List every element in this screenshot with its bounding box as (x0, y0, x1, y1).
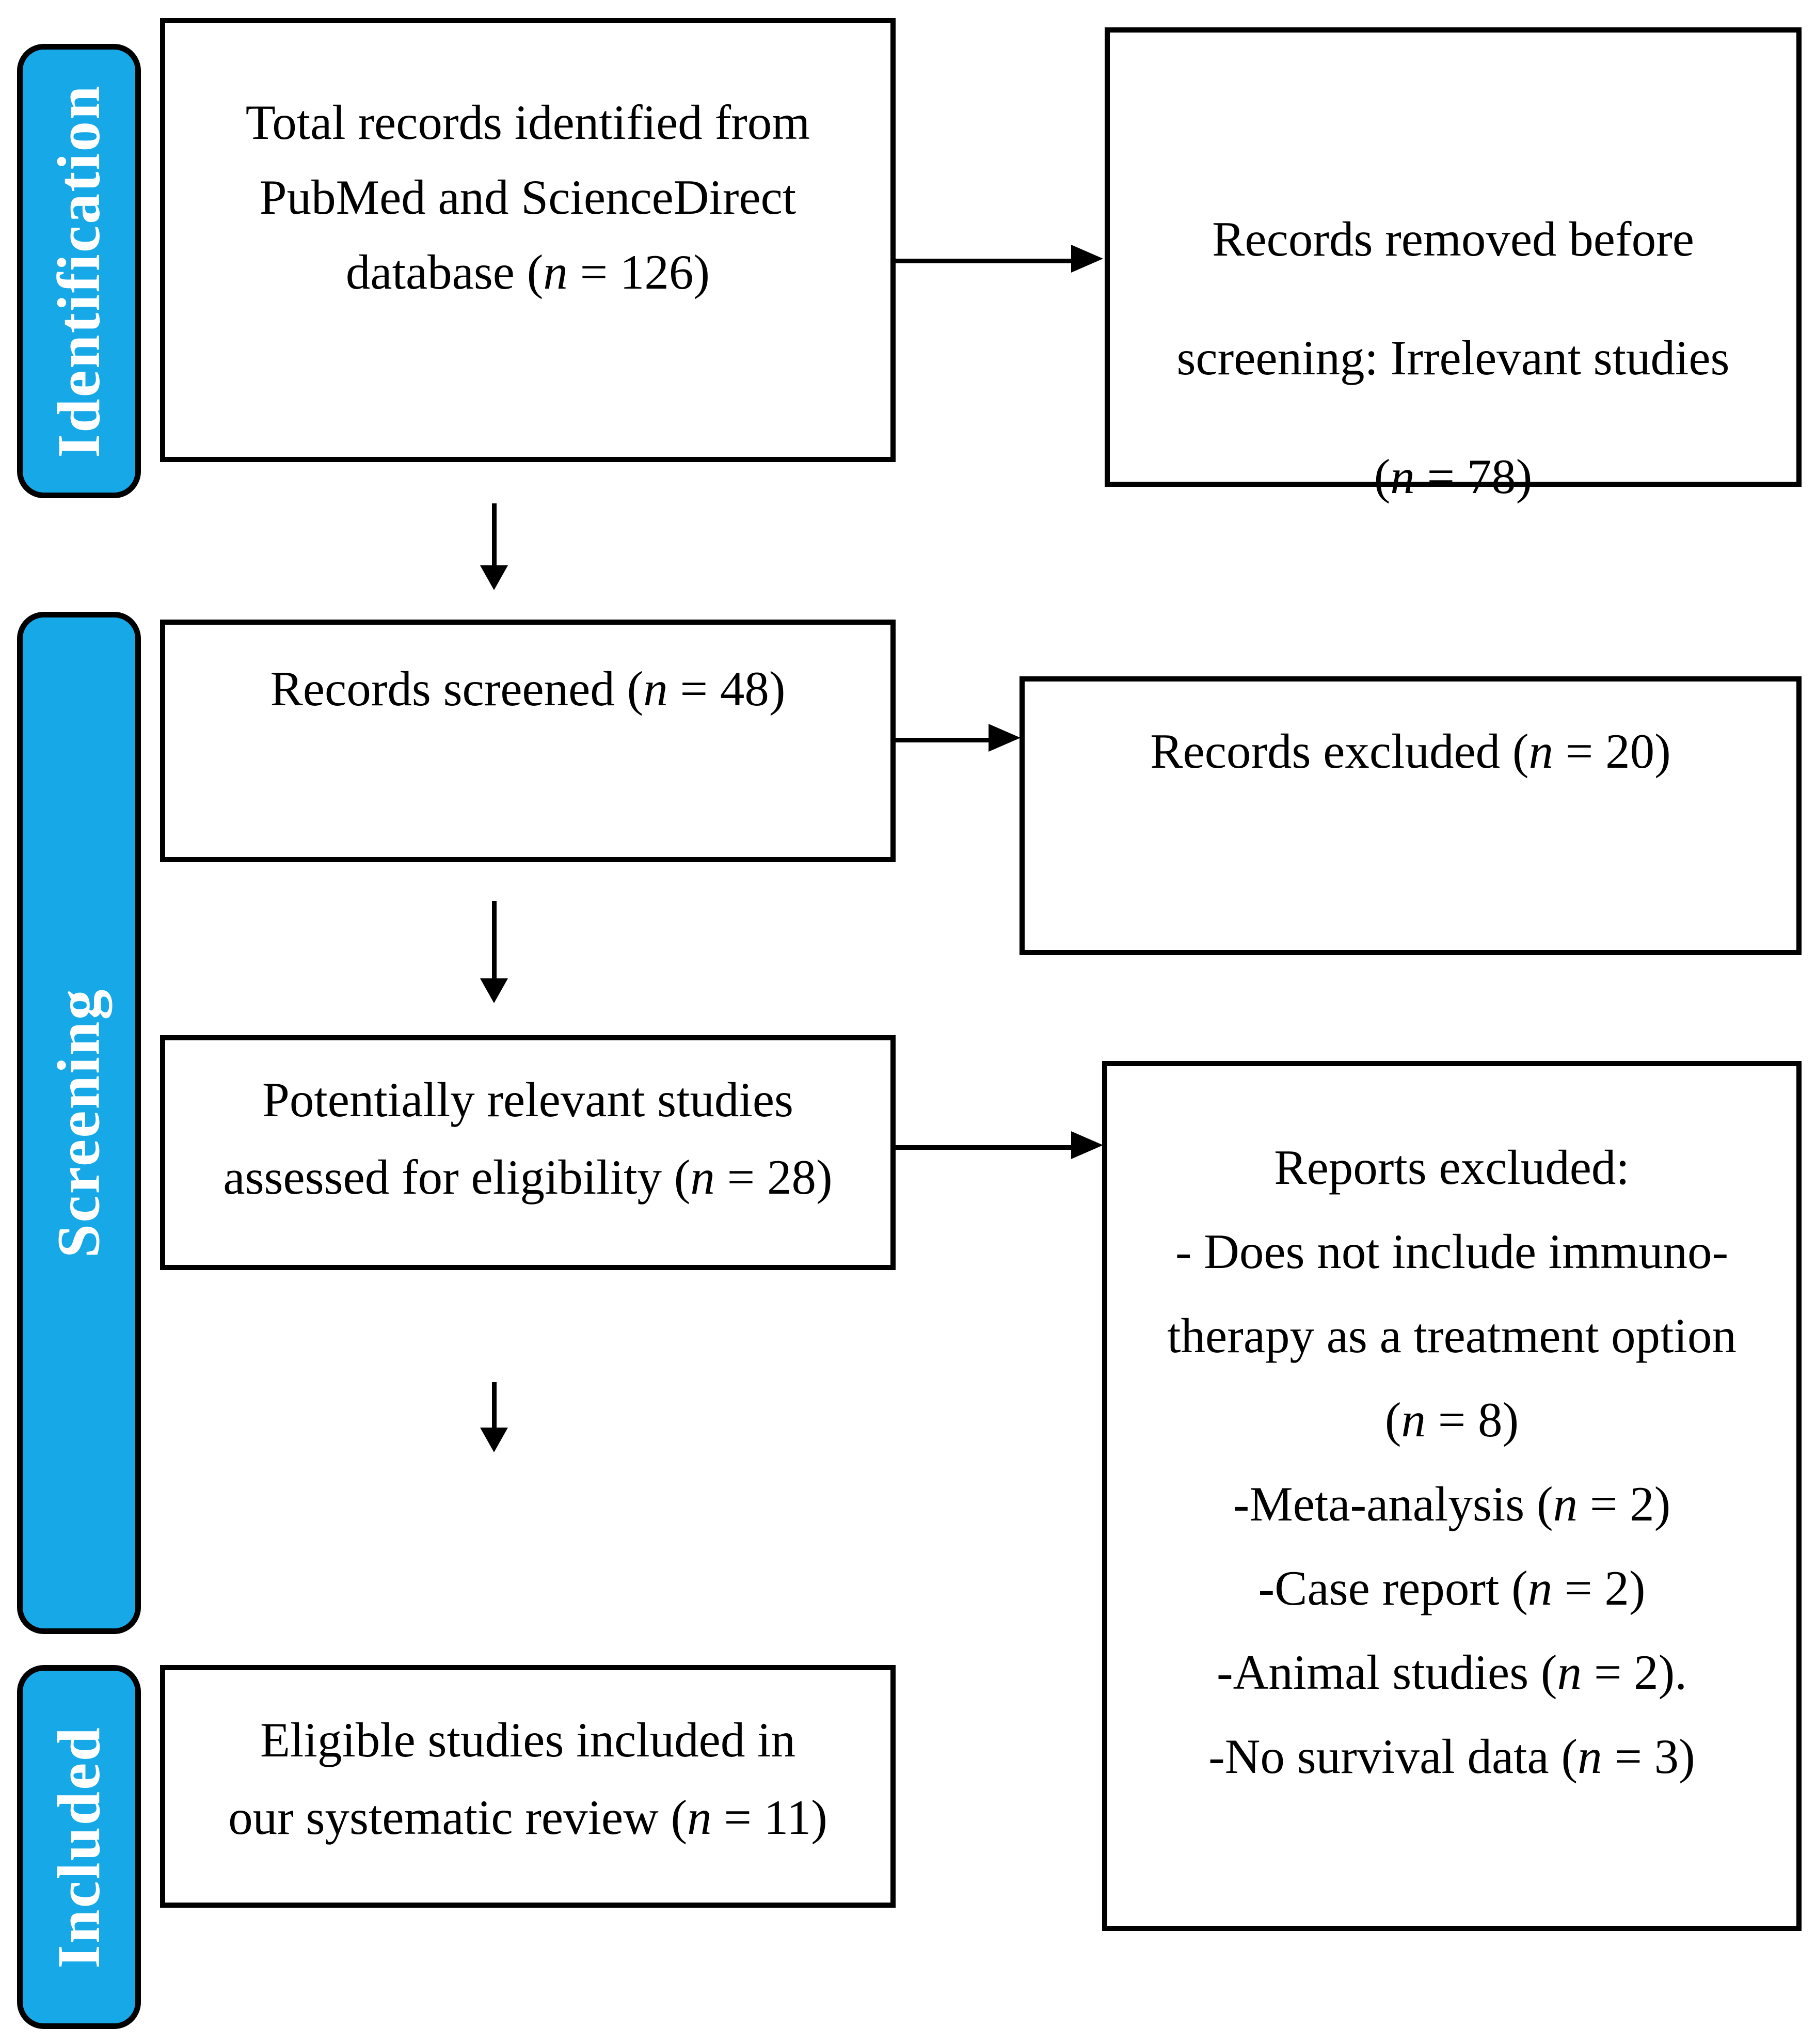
box-text-line: assessed for eligibility (n = 28) (223, 1150, 833, 1205)
box-text-line: -Animal studies (n = 2). (1216, 1645, 1687, 1700)
box-eligible-studies-included: Eligible studies included in our systema… (160, 1665, 896, 1908)
box-text-line: screening: Irrelevant studies (1176, 330, 1730, 385)
arrow-down-assessed-to-eligible (492, 1382, 497, 1428)
box-text-line: Potentially relevant studies (262, 1072, 793, 1127)
arrow-down-screened-to-assessed (492, 901, 497, 978)
box-records-excluded: Records excluded (n = 20) (1019, 676, 1802, 955)
box-text-line: Records excluded (n = 20) (1150, 724, 1671, 779)
box-text-line: (n = 8) (1384, 1392, 1519, 1447)
box-text-line: -No survival data (n = 3) (1208, 1729, 1695, 1784)
box-text-line: database (n = 126) (345, 245, 710, 299)
box-text-line: -Meta-analysis (n = 2) (1233, 1477, 1671, 1531)
box-text-line: Total records identified from (245, 95, 810, 150)
box-records-removed-before-screening: Records removed before screening: Irrele… (1105, 27, 1802, 504)
arrow-right-screened-to-excluded (896, 738, 989, 742)
box-text-line: therapy as a treatment option (1167, 1308, 1737, 1363)
arrowhead-right-icon (989, 724, 1021, 752)
arrowhead-right-icon (1071, 245, 1103, 273)
stage-label-identification: Identification (45, 84, 113, 458)
box-text-line: Reports excluded: (1274, 1140, 1630, 1195)
box-total-records-identified: Total records identified from PubMed and… (160, 18, 896, 462)
stage-band-included: Included (17, 1665, 141, 2029)
stage-band-identification: Identification (17, 44, 141, 498)
arrowhead-right-icon (1071, 1131, 1103, 1159)
box-text-line: our systematic review (n = 11) (228, 1790, 827, 1845)
box-text-line: - Does not include immuno- (1175, 1224, 1729, 1279)
box-text-line: Records removed before (1212, 212, 1694, 266)
arrowhead-down-icon (480, 978, 508, 1003)
stage-label-screening: Screening (45, 988, 113, 1258)
box-text-line: Records screened (n = 48) (270, 661, 786, 716)
stage-band-screening: Screening (17, 612, 141, 1634)
box-reports-excluded: Reports excluded: - Does not include imm… (1102, 1061, 1802, 1931)
box-text-line: Eligible studies included in (260, 1713, 795, 1767)
box-records-screened: Records screened (n = 48) (160, 620, 896, 862)
arrow-down-identification-to-screened (492, 503, 497, 565)
box-text-line: -Case report (n = 2) (1258, 1561, 1646, 1615)
arrow-right-assessed-to-reports-excluded (896, 1145, 1071, 1150)
arrow-right-total-to-removed (896, 259, 1071, 263)
box-text-line: PubMed and ScienceDirect (259, 170, 797, 225)
arrowhead-down-icon (480, 1428, 508, 1452)
box-text-line: (n = 78) (1374, 449, 1533, 504)
box-assessed-for-eligibility: Potentially relevant studies assessed fo… (160, 1035, 896, 1270)
arrowhead-down-icon (480, 565, 508, 590)
stage-label-included: Included (45, 1725, 113, 1969)
